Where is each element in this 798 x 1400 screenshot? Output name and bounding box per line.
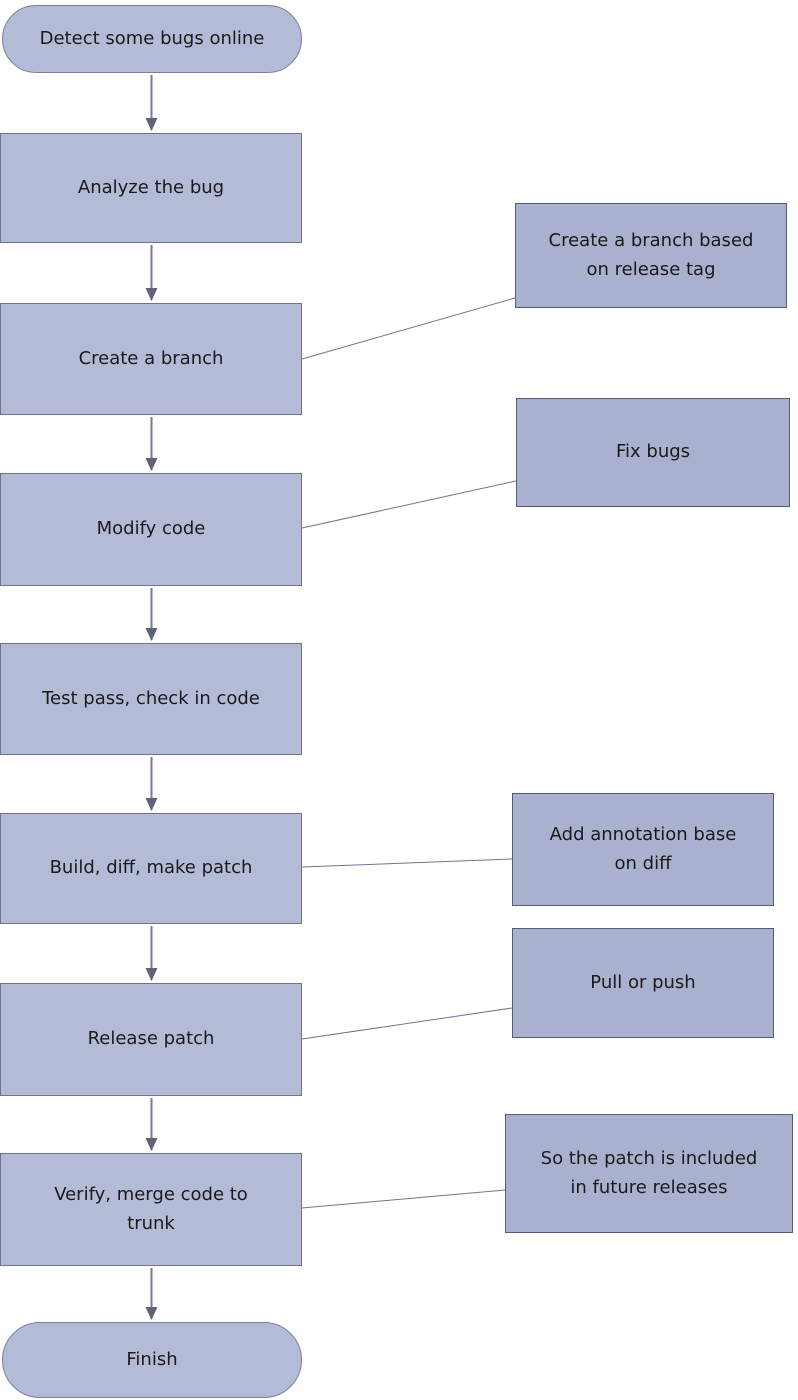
process-label: Modify code <box>96 518 206 540</box>
process-analyze-the-bug: Analyze the bug <box>0 133 302 243</box>
annotation-connector-create-branch <box>301 297 516 360</box>
finish-node-label: Finish <box>126 1348 178 1370</box>
process-verify-merge-code-to-trunk: Verify, merge code to trunk <box>0 1153 302 1266</box>
process-label: Verify, merge code to trunk <box>54 1183 248 1234</box>
annotation-create-branch-based-on-release-tag: Create a branch based on release tag <box>515 203 787 308</box>
process-create-a-branch: Create a branch <box>0 303 302 415</box>
annotation-pull-or-push: Pull or push <box>512 928 774 1038</box>
process-label: Create a branch <box>78 347 224 369</box>
annotation-connector-fix-bugs <box>301 480 517 529</box>
process-label: Analyze the bug <box>77 176 225 198</box>
process-test-pass-check-in-code: Test pass, check in code <box>0 643 302 755</box>
finish-node: Finish <box>2 1322 302 1398</box>
process-label: Release patch <box>87 1028 215 1050</box>
annotation-label: Add annotation base on diff <box>549 823 737 874</box>
annotation-connector-pull-push <box>301 1007 513 1040</box>
annotation-connector-add-annotation <box>301 858 513 868</box>
annotation-label: Pull or push <box>590 971 696 993</box>
process-label: Test pass, check in code <box>42 687 260 709</box>
process-release-patch: Release patch <box>0 983 302 1096</box>
annotation-label: Create a branch based on release tag <box>548 229 754 280</box>
start-node-label: Detect some bugs online <box>39 27 265 49</box>
process-label: Build, diff, make patch <box>49 857 253 879</box>
annotation-add-annotation-base-on-diff: Add annotation base on diff <box>512 793 774 906</box>
annotation-fix-bugs: Fix bugs <box>516 398 790 507</box>
annotation-label: Fix bugs <box>615 441 691 463</box>
process-modify-code: Modify code <box>0 473 302 586</box>
process-build-diff-make-patch: Build, diff, make patch <box>0 813 302 924</box>
start-node: Detect some bugs online <box>2 5 302 73</box>
annotation-so-the-patch-is-included-in-future-releases: So the patch is included in future relea… <box>505 1114 793 1233</box>
annotation-connector-future-release <box>301 1189 506 1209</box>
annotation-label: So the patch is included in future relea… <box>540 1147 758 1198</box>
